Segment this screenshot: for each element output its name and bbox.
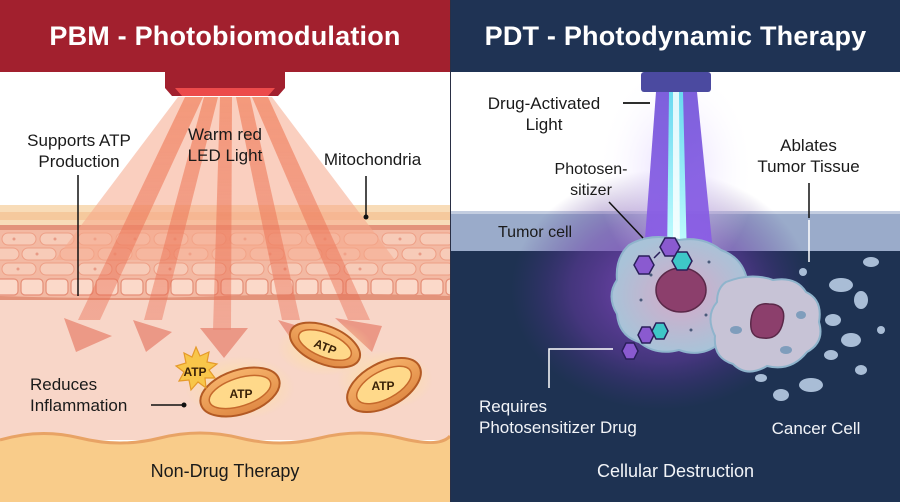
label-ablates-tumor: Ablates Tumor Tissue bbox=[757, 136, 860, 176]
pdt-light-device bbox=[641, 72, 711, 92]
label-photosensitizer: Photosen- sitizer bbox=[554, 161, 628, 199]
mitochondrion-2 bbox=[288, 321, 362, 369]
footer-band bbox=[0, 433, 450, 502]
pbm-panel: PBM - Photobiomodulation bbox=[0, 0, 450, 502]
pdt-panel: PDT - Photodynamic Therapy bbox=[451, 0, 900, 502]
photosensitizer-molecule-2 bbox=[621, 322, 669, 360]
atp-badge-1: ATP bbox=[229, 387, 253, 401]
cell-fragments bbox=[755, 257, 885, 401]
mitochondrion-3 bbox=[346, 356, 422, 414]
label-drug-activated-light: Drug-Activated Light bbox=[487, 94, 601, 134]
label-warm-red-led: Warm red LED Light bbox=[187, 125, 263, 165]
pbm-title: PBM - Photobiomodulation bbox=[0, 0, 450, 72]
pdt-title: PDT - Photodynamic Therapy bbox=[451, 0, 900, 72]
label-cancer-cell: Cancer Cell bbox=[771, 419, 861, 438]
label-requires-drug: Requires Photosensitizer Drug bbox=[479, 397, 637, 437]
pbm-footer: Non-Drug Therapy bbox=[150, 461, 300, 481]
label-supports-atp: Supports ATP Production bbox=[27, 131, 131, 171]
tumor-nucleus bbox=[655, 267, 707, 313]
pbm-illustration bbox=[0, 72, 450, 502]
atp-badge-3: ATP bbox=[371, 379, 395, 393]
atp-star-icon bbox=[174, 345, 219, 392]
photosensitizer-molecule-1 bbox=[633, 237, 693, 275]
label-reduces-inflammation: Reduces Inflammation bbox=[30, 375, 128, 415]
light-beams bbox=[78, 97, 370, 330]
atp-badge-star: ATP bbox=[183, 365, 207, 379]
pdt-illustration bbox=[451, 60, 900, 502]
label-tumor-cell: Tumor cell bbox=[498, 224, 573, 241]
panel-divider bbox=[450, 0, 451, 502]
mitochondrion-1 bbox=[199, 366, 281, 418]
pdt-footer: Cellular Destruction bbox=[596, 461, 755, 481]
cancer-nucleus bbox=[750, 303, 785, 339]
label-mitochondria: Mitochondria bbox=[323, 150, 422, 169]
